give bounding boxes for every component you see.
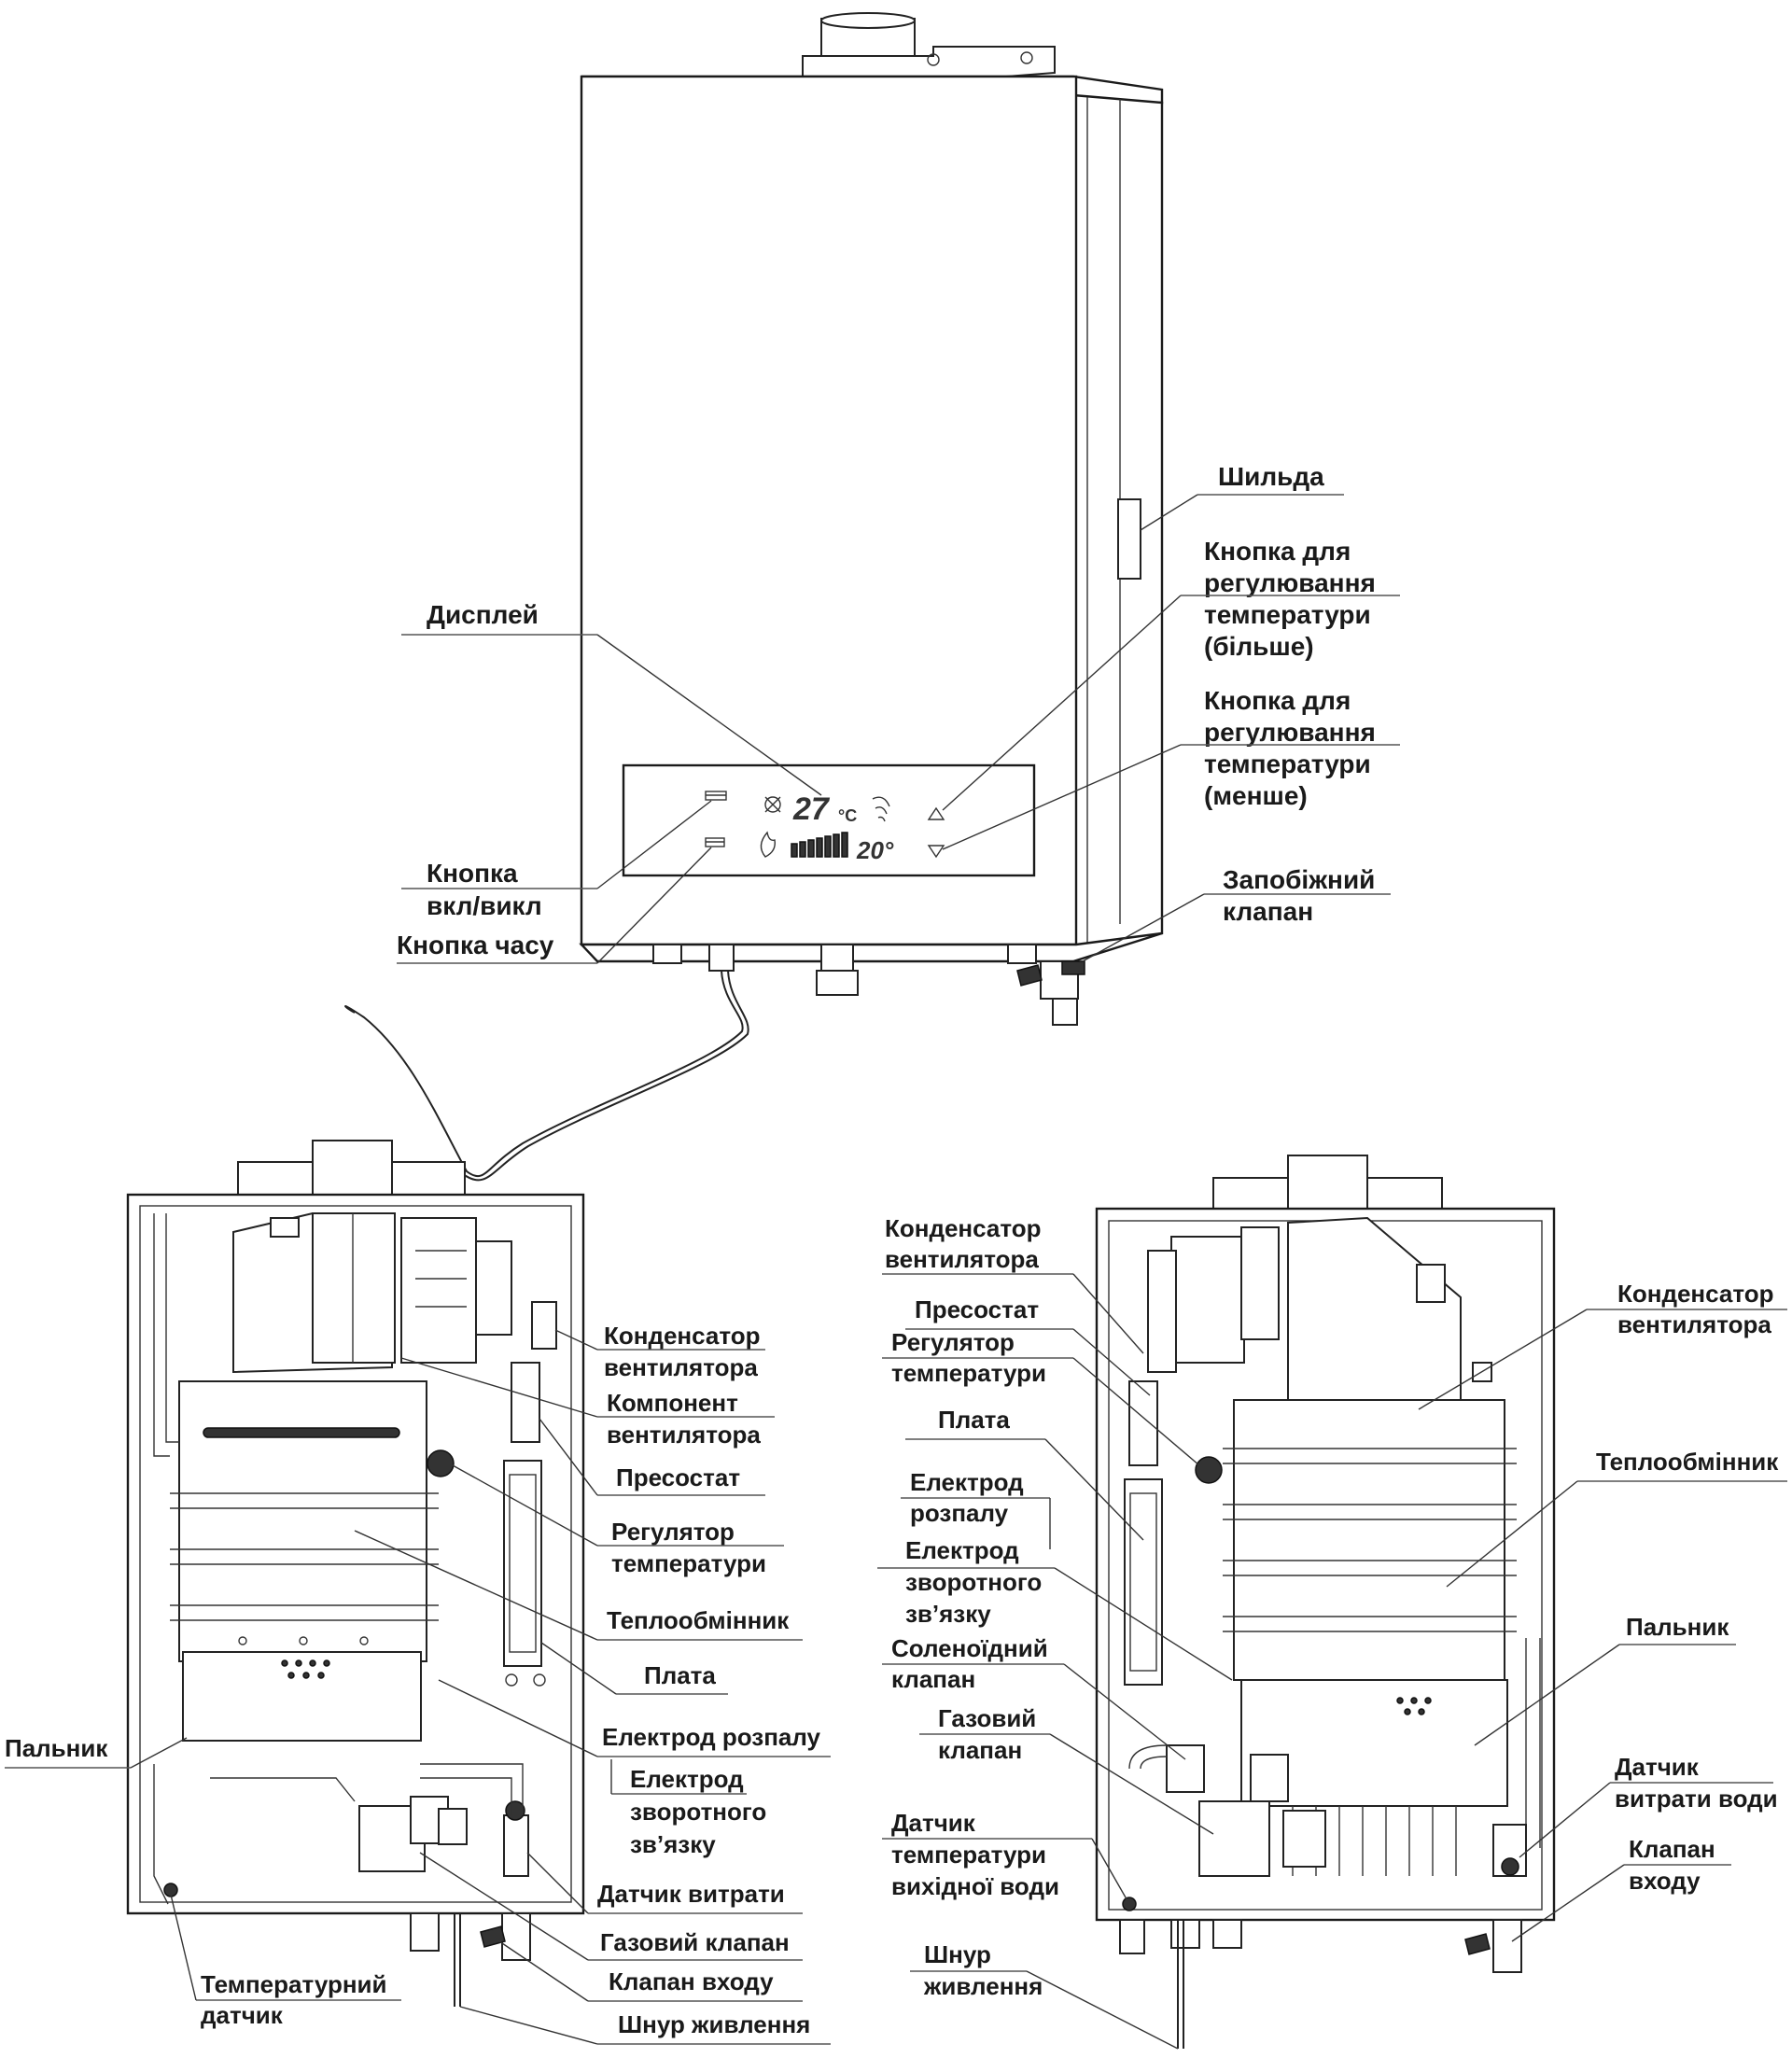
- left-label-temp-regulator-1: Регулятор: [611, 1518, 735, 1546]
- label-temp-up-2: регулювання: [1204, 568, 1376, 597]
- right-label-water-flow-sensor-1: Датчик: [1615, 1753, 1700, 1781]
- left-label-fan-component-1: Компонент: [607, 1389, 738, 1417]
- right-label-fan-condenser-right-2: вентилятора: [1617, 1310, 1771, 1338]
- left-label-heat-exchanger: Теплообмінник: [607, 1606, 790, 1634]
- right-label-heat-exchanger: Теплообмінник: [1596, 1448, 1779, 1476]
- right-label-solenoid-valve-1: Соленоїдний: [891, 1634, 1048, 1662]
- front-view: 27 °C 20°: [344, 12, 1164, 1182]
- right-label-outlet-temp-sensor-2: температури: [891, 1841, 1046, 1869]
- right-solenoid-valve: [1166, 1744, 1205, 1793]
- right-label-water-flow-sensor-2: витрати води: [1615, 1785, 1778, 1813]
- right-view-labels: Конденсатор вентилятора Пресостат Регуля…: [877, 1214, 1787, 2050]
- right-label-outlet-temp-sensor-3: вихідної води: [891, 1872, 1059, 1900]
- clock-button-icon[interactable]: [705, 837, 725, 847]
- right-label-gas-valve-1: Газовий: [938, 1704, 1036, 1732]
- label-temp-down-1: Кнопка для: [1204, 686, 1351, 715]
- top-labels: Шильда Кнопка для регулювання температур…: [397, 462, 1400, 964]
- left-heat-exchanger: [178, 1380, 427, 1662]
- power-bar-icon: [791, 832, 848, 858]
- label-safety-valve-2: клапан: [1223, 897, 1313, 926]
- right-gas-valve: [1198, 1800, 1270, 1877]
- label-nameplate: Шильда: [1218, 462, 1324, 491]
- left-label-fan-condenser-2: вентилятора: [604, 1353, 758, 1381]
- right-label-feedback-electrode-2: зворотного: [905, 1568, 1042, 1596]
- right-label-burner: Пальник: [1626, 1613, 1729, 1641]
- right-heat-exchanger: [1233, 1399, 1505, 1681]
- left-label-power-cord: Шнур живлення: [618, 2010, 810, 2038]
- right-label-power-cord-2: живлення: [923, 1972, 1043, 2000]
- left-label-pressure-switch: Пресостат: [616, 1463, 740, 1491]
- left-label-feedback-electrode-1: Електрод: [630, 1765, 744, 1793]
- label-power-button-1: Кнопка: [427, 859, 518, 888]
- left-label-temp-sensor-2: датчик: [201, 2001, 284, 2029]
- label-temp-up-1: Кнопка для: [1204, 537, 1351, 566]
- right-label-temp-regulator-2: температури: [891, 1359, 1046, 1387]
- label-temp-up-4: (більше): [1204, 632, 1314, 661]
- right-label-pressure-switch: Пресостат: [915, 1295, 1039, 1323]
- label-temp-down-3: температури: [1204, 749, 1371, 778]
- power-cord-wire: [344, 970, 744, 1178]
- temp-up-triangle-icon[interactable]: [927, 806, 945, 820]
- left-interior-view: [126, 1140, 585, 2007]
- right-label-gas-valve-2: клапан: [938, 1736, 1022, 1764]
- left-label-feedback-electrode-3: зв’язку: [630, 1830, 716, 1858]
- fan-icon: [764, 796, 781, 813]
- label-time-button: Кнопка часу: [397, 931, 554, 959]
- right-label-outlet-temp-sensor-1: Датчик: [891, 1809, 976, 1837]
- right-label-feedback-electrode-3: зв’язку: [905, 1600, 991, 1628]
- left-label-flow-sensor: Датчик витрати: [597, 1880, 785, 1908]
- right-label-fan-condenser-right-1: Конденсатор: [1617, 1280, 1774, 1308]
- right-label-inlet-valve-2: входу: [1629, 1867, 1701, 1895]
- right-label-power-cord-1: Шнур: [924, 1940, 991, 1968]
- left-label-gas-valve: Газовий клапан: [600, 1928, 790, 1956]
- right-label-fan-condenser-left-1: Конденсатор: [885, 1214, 1042, 1242]
- temp-down-triangle-icon[interactable]: [927, 845, 945, 859]
- left-label-ignition-electrode: Електрод розпалу: [602, 1723, 821, 1751]
- display-unit: °C: [838, 806, 857, 825]
- right-interior-view: [1095, 1155, 1556, 2049]
- shower-icon: [872, 796, 890, 822]
- label-safety-valve-1: Запобіжний: [1223, 865, 1375, 894]
- left-label-fan-condenser-1: Конденсатор: [604, 1322, 761, 1350]
- label-temp-down-4: (менше): [1204, 781, 1308, 810]
- safety-valve: [1016, 960, 1085, 1026]
- right-fan-motor: [1170, 1236, 1245, 1364]
- right-pressure-switch: [1128, 1380, 1158, 1466]
- power-button-icon[interactable]: [705, 791, 727, 801]
- right-temp-regulator: [1195, 1456, 1223, 1484]
- label-temp-up-3: температури: [1204, 600, 1371, 629]
- left-burner: [182, 1651, 422, 1742]
- left-label-burner: Пальник: [5, 1734, 108, 1762]
- right-label-board: Плата: [938, 1406, 1010, 1434]
- left-label-temp-sensor-1: Температурний: [201, 1970, 387, 1998]
- left-label-fan-component-2: вентилятора: [607, 1421, 761, 1449]
- right-label-feedback-electrode-1: Електрод: [905, 1536, 1019, 1564]
- left-temp-regulator: [427, 1449, 455, 1477]
- left-flow-sensor: [503, 1814, 529, 1877]
- right-label-inlet-valve-1: Клапан: [1629, 1835, 1715, 1863]
- left-label-feedback-electrode-2: зворотного: [630, 1798, 766, 1826]
- right-fan-condenser-top: [1416, 1264, 1446, 1303]
- right-label-ignition-electrode-1: Електрод: [910, 1468, 1024, 1496]
- flame-icon: [760, 831, 776, 858]
- left-fan-condenser: [531, 1301, 557, 1350]
- label-display: Дисплей: [427, 600, 539, 629]
- label-power-button-2: вкл/викл: [427, 891, 542, 920]
- label-temp-down-2: регулювання: [1204, 718, 1376, 747]
- right-label-fan-condenser-left-2: вентилятора: [885, 1245, 1039, 1273]
- left-label-inlet-valve: Клапан входу: [609, 1967, 774, 1995]
- left-pressure-switch: [511, 1362, 540, 1443]
- right-label-temp-regulator-1: Регулятор: [891, 1328, 1015, 1356]
- right-label-ignition-electrode-2: розпалу: [910, 1499, 1009, 1527]
- display-temperature: 27: [792, 791, 831, 827]
- left-label-temp-regulator-2: температури: [611, 1549, 766, 1577]
- left-label-board: Плата: [644, 1661, 716, 1689]
- display-time: 20°: [856, 836, 894, 864]
- right-label-solenoid-valve-2: клапан: [891, 1665, 975, 1693]
- left-fan-motor: [400, 1217, 477, 1364]
- nameplate-plate: [1117, 498, 1141, 580]
- left-view-labels: Конденсатор вентилятора Компонент вентил…: [5, 1322, 831, 2045]
